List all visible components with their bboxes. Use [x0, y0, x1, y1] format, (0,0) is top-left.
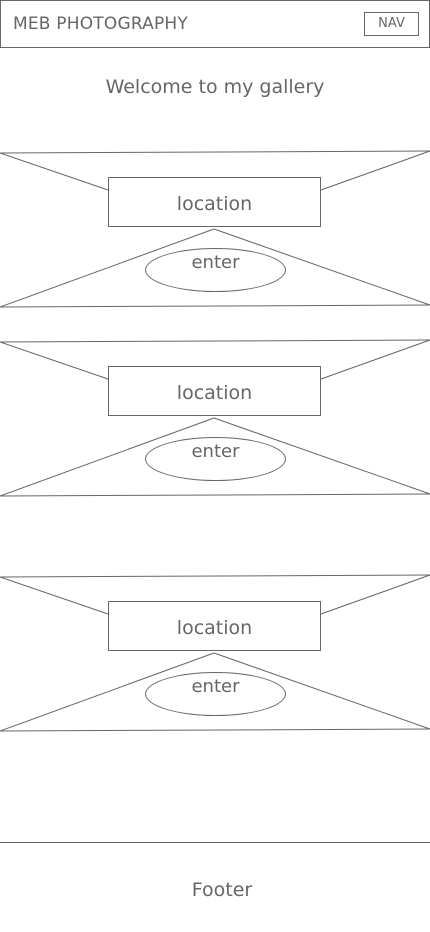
location-label: location — [108, 601, 321, 651]
welcome-heading: Welcome to my gallery — [105, 76, 325, 98]
site-header: MEB PHOTOGRAPHY NAV — [0, 0, 430, 48]
gallery-card[interactable]: location enter — [0, 339, 430, 499]
enter-button[interactable]: enter — [145, 672, 286, 716]
enter-button[interactable]: enter — [145, 248, 286, 292]
gallery-card[interactable]: location enter — [0, 574, 430, 734]
image-placeholder — [0, 574, 430, 732]
brand-title[interactable]: MEB PHOTOGRAPHY — [13, 14, 189, 34]
enter-button[interactable]: enter — [145, 437, 286, 481]
gallery-card[interactable]: location enter — [0, 150, 430, 310]
location-label: location — [108, 177, 321, 227]
footer-divider — [0, 842, 430, 843]
image-placeholder — [0, 150, 430, 308]
nav-button[interactable]: NAV — [364, 12, 419, 36]
footer: Footer — [191, 879, 253, 901]
image-placeholder — [0, 339, 430, 497]
location-label: location — [108, 366, 321, 416]
